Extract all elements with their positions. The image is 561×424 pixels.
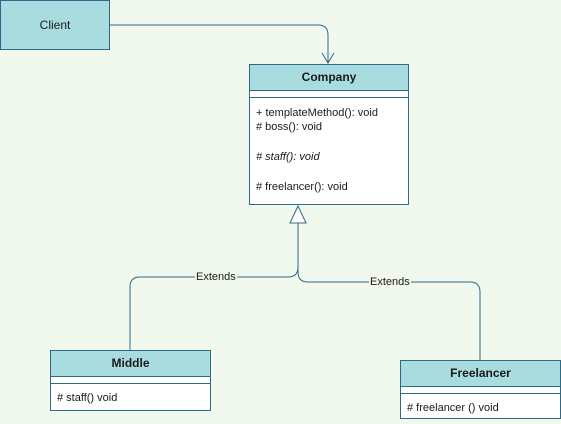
middle-extends-label: Extends <box>195 271 237 283</box>
middle-methods: # staff() void <box>51 384 210 405</box>
company-class[interactable]: Company + templateMethod(): void # boss(… <box>249 64 409 205</box>
freelancer-extends-label: Extends <box>369 276 411 288</box>
client-box[interactable]: Client <box>0 0 110 50</box>
middle-class[interactable]: Middle # staff() void <box>50 350 211 411</box>
freelancer-methods: # freelancer () void <box>401 394 560 415</box>
client-label: Client <box>39 18 71 32</box>
freelancer-extends-line <box>297 223 481 360</box>
client-to-company-arrowhead <box>321 52 335 64</box>
company-method-boss: # boss(): void <box>256 121 323 133</box>
company-attributes-section <box>250 91 408 98</box>
freelancer-method-freelancer: # freelancer () void <box>407 402 499 414</box>
company-method-staff: # staff(): void <box>256 151 320 163</box>
company-methods: + templateMethod(): void # boss(): void … <box>250 98 408 194</box>
inheritance-triangle-icon <box>289 204 307 224</box>
company-method-freelancer: # freelancer(): void <box>256 181 348 193</box>
middle-extends-line <box>129 223 299 350</box>
freelancer-class[interactable]: Freelancer # freelancer () void <box>400 360 561 419</box>
company-class-name: Company <box>250 65 408 91</box>
middle-class-name: Middle <box>51 351 210 377</box>
client-to-company-arrow <box>110 24 329 63</box>
freelancer-attributes-section <box>401 387 560 394</box>
freelancer-class-name: Freelancer <box>401 361 560 387</box>
company-method-template: + templateMethod(): void <box>256 107 378 119</box>
middle-attributes-section <box>51 377 210 384</box>
middle-method-staff: # staff() void <box>57 392 118 404</box>
